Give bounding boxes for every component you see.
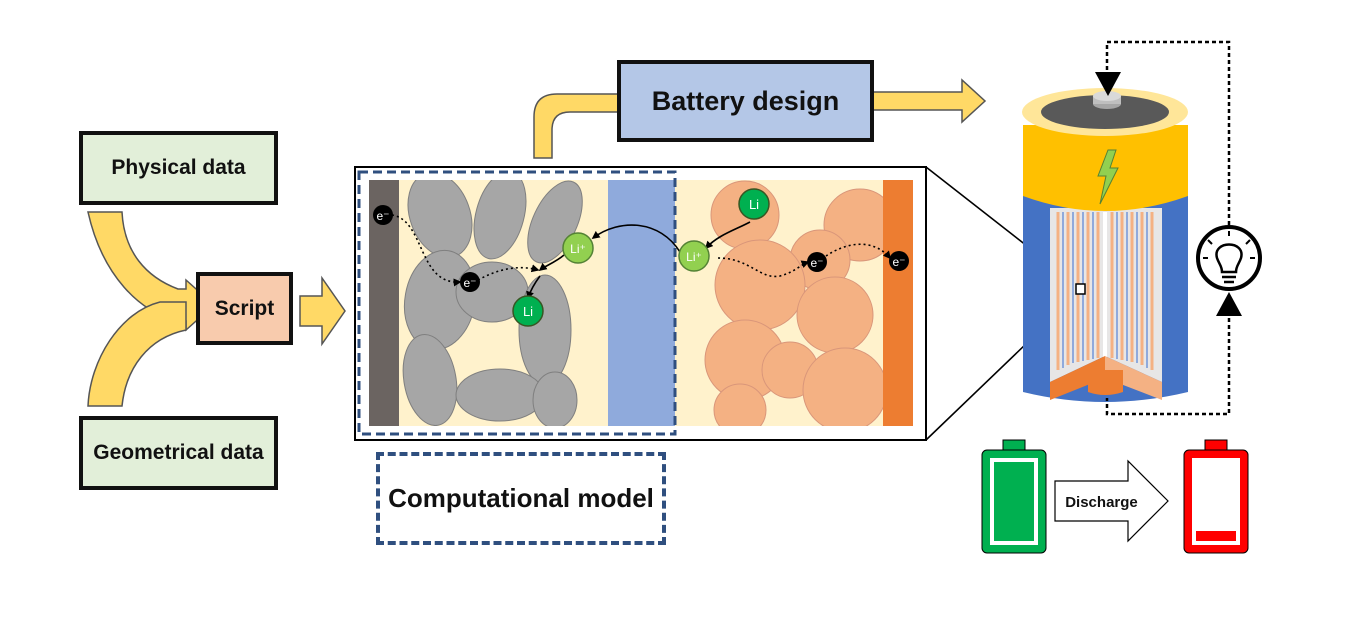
- discharge-label: Discharge: [1065, 493, 1138, 511]
- geometrical-data-label: Geometrical data: [93, 441, 264, 464]
- cell-layers: [369, 180, 913, 426]
- script-label: Script: [214, 296, 275, 320]
- svg-text:Li: Li: [749, 197, 759, 212]
- electron-3: e⁻: [807, 252, 827, 272]
- svg-text:Li: Li: [523, 304, 533, 319]
- svg-text:Li⁺: Li⁺: [686, 250, 702, 264]
- external-circuit: [1105, 40, 1231, 416]
- script-to-model-arrow: [299, 275, 346, 347]
- lightbulb-icon: [1196, 225, 1262, 291]
- battery-empty-icon: [1183, 439, 1249, 554]
- computational-model-label: Computational model: [388, 483, 654, 513]
- svg-text:Li⁺: Li⁺: [570, 242, 586, 256]
- svg-text:e⁻: e⁻: [463, 276, 476, 290]
- lightning-icon: [1097, 149, 1119, 205]
- li-ion-anode: Li⁺: [562, 232, 594, 264]
- cylindrical-battery: [1022, 88, 1188, 402]
- zoom-marker: [1075, 283, 1086, 295]
- battery-design-label: Battery design: [651, 85, 840, 116]
- graphite-particles: [402, 180, 583, 426]
- electron-1: e⁻: [373, 205, 393, 225]
- electron-4: e⁻: [889, 251, 909, 271]
- script-box: Script: [196, 272, 293, 345]
- cathode-current-collector: [883, 180, 913, 426]
- circuit-arrow-down: [1095, 72, 1121, 96]
- computational-model-box: Computational model: [376, 452, 666, 545]
- circuit-arrow-up: [1216, 292, 1242, 316]
- li-atom-cathode: Li: [738, 188, 770, 220]
- charge-paths: [391, 214, 892, 300]
- battery-design-box: Battery design: [617, 60, 874, 142]
- design-to-battery-arrow: [871, 78, 987, 124]
- electron-2: e⁻: [460, 272, 480, 292]
- svg-text:e⁻: e⁻: [376, 209, 389, 223]
- svg-text:e⁻: e⁻: [810, 256, 823, 270]
- geometrical-data-box: Geometrical data: [79, 416, 278, 490]
- battery-full-icon: [981, 439, 1047, 554]
- physical-data-box: Physical data: [79, 131, 278, 205]
- physical-data-label: Physical data: [111, 156, 246, 179]
- li-atom-anode: Li: [512, 295, 544, 327]
- geometrical-data-arrow: [87, 301, 187, 407]
- model-to-design-arrow: [533, 93, 621, 159]
- discharge-arrow: [1054, 459, 1169, 543]
- separator: [608, 180, 675, 426]
- model-region: [357, 170, 677, 436]
- li-ion-cathode: Li⁺: [678, 240, 710, 272]
- svg-text:e⁻: e⁻: [892, 255, 905, 269]
